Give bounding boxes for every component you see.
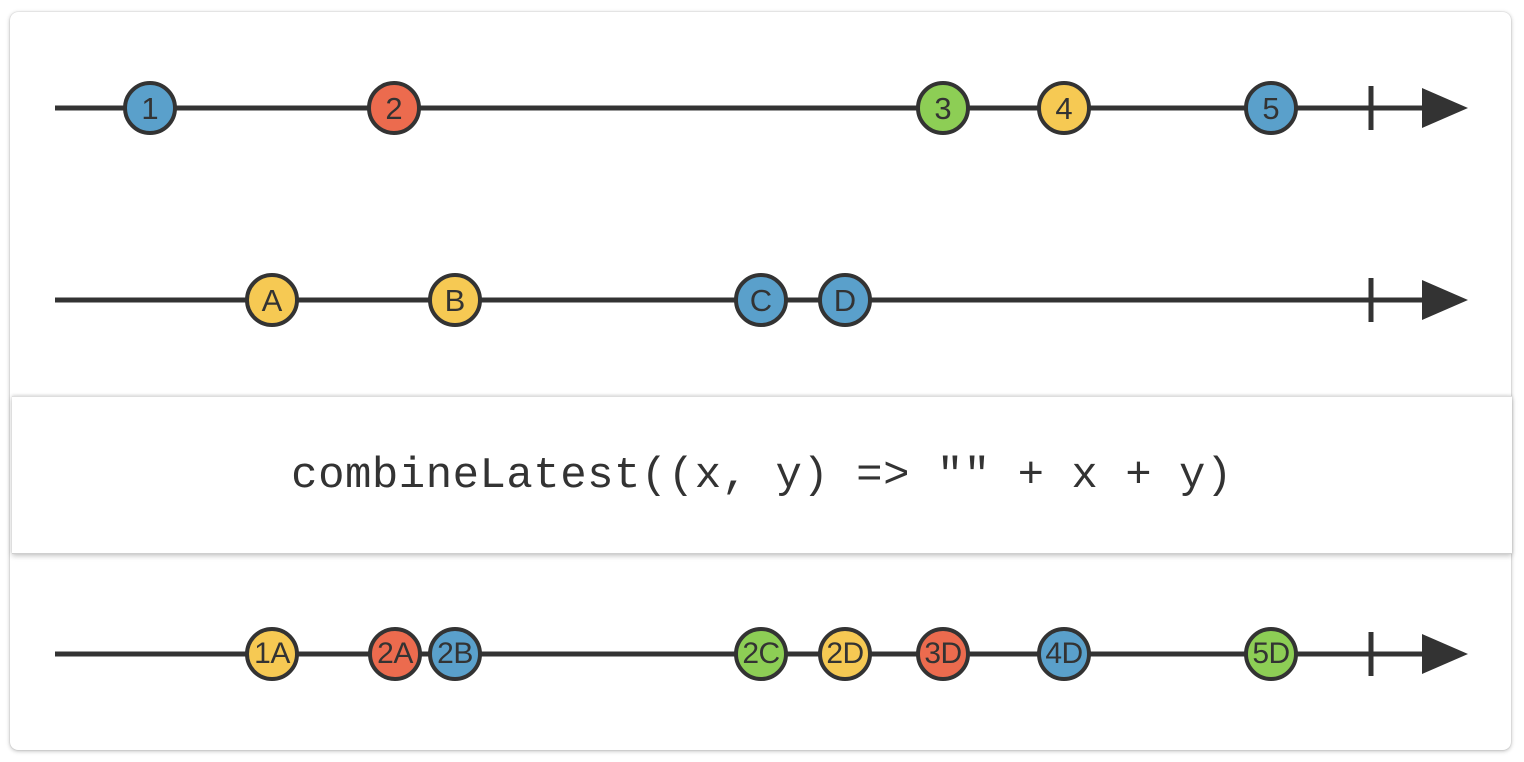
- marble-label: 2: [385, 90, 403, 126]
- operator-label: combineLatest((x, y) => "" + x + y): [291, 451, 1233, 501]
- marble-2d[interactable]: 2D: [818, 627, 872, 681]
- marble-label: 2A: [377, 637, 413, 670]
- marble-label: 4: [1055, 90, 1073, 126]
- marble-c[interactable]: C: [734, 273, 788, 327]
- marble-label: A: [261, 282, 283, 318]
- marble-5d[interactable]: 5D: [1244, 627, 1298, 681]
- marble-3[interactable]: 3: [916, 81, 970, 135]
- marble-label: 3: [934, 90, 952, 126]
- marble-label: D: [833, 282, 857, 318]
- marble-b[interactable]: B: [428, 273, 482, 327]
- marble-label: 3D: [924, 637, 962, 670]
- marble-4d[interactable]: 4D: [1037, 627, 1091, 681]
- marble-1[interactable]: 1: [123, 81, 177, 135]
- marble-1a[interactable]: 1A: [245, 627, 299, 681]
- marble-4[interactable]: 4: [1037, 81, 1091, 135]
- marble-2a[interactable]: 2A: [368, 627, 422, 681]
- marble-label: 2D: [826, 637, 864, 670]
- operator-panel: combineLatest((x, y) => "" + x + y): [12, 396, 1512, 554]
- marble-d[interactable]: D: [818, 273, 872, 327]
- marble-5[interactable]: 5: [1244, 81, 1298, 135]
- marble-label: 1A: [254, 637, 290, 670]
- marble-label: 5: [1262, 90, 1280, 126]
- marble-label: 4D: [1045, 637, 1083, 670]
- marble-2b[interactable]: 2B: [428, 627, 482, 681]
- marble-label: B: [444, 282, 466, 318]
- marble-2c[interactable]: 2C: [734, 627, 788, 681]
- marble-label: 5D: [1252, 637, 1290, 670]
- marble-a[interactable]: A: [245, 273, 299, 327]
- marble-label: 1: [141, 90, 159, 126]
- marble-label: 2B: [437, 637, 473, 670]
- marble-2[interactable]: 2: [367, 81, 421, 135]
- marble-label: 2C: [742, 637, 780, 670]
- marble-3d[interactable]: 3D: [916, 627, 970, 681]
- marble-label: C: [749, 282, 773, 318]
